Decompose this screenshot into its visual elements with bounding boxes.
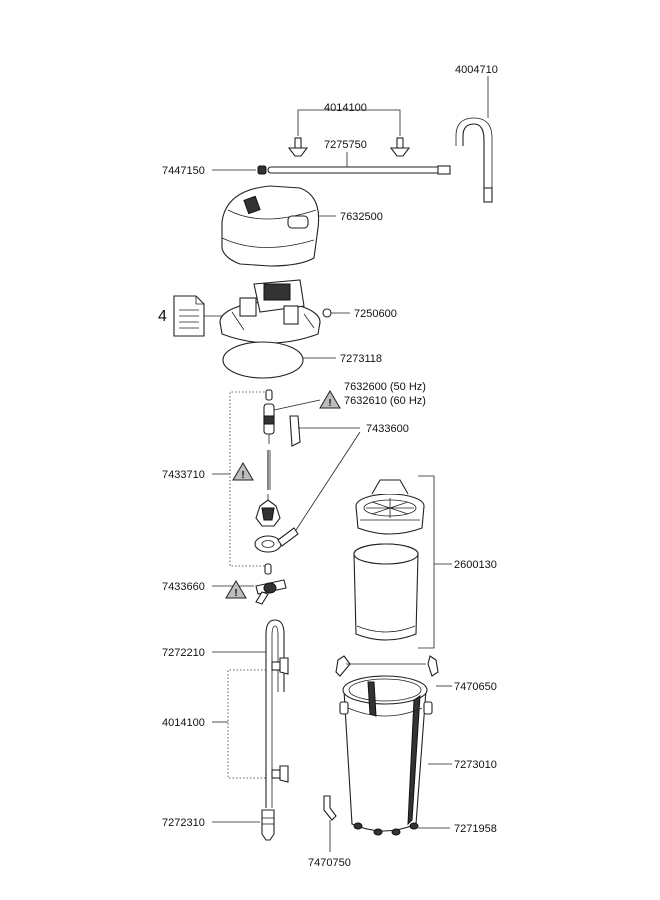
callout-number: 4	[158, 308, 167, 325]
label-4004710: 4004710	[455, 64, 498, 76]
label-7632500: 7632500	[340, 211, 383, 223]
label-7250600: 7250600	[354, 308, 397, 320]
suction-cups-4014100-bottom	[212, 657, 289, 783]
strainer-7272310	[212, 809, 275, 841]
label-4014100-bottom: 4014100	[162, 717, 205, 729]
impeller-wheel	[255, 494, 281, 527]
label-4014100-top: 4014100	[324, 102, 367, 114]
label-7470750: 7470750	[308, 857, 351, 869]
label-7272210: 7272210	[162, 647, 205, 659]
pump-head-7632500	[221, 185, 336, 267]
end-cap-7447150	[212, 165, 267, 175]
label-7632600: 7632600 (50 Hz)	[344, 381, 426, 393]
seal-ring-7433600	[254, 431, 361, 553]
label-7433600: 7433600	[366, 423, 409, 435]
label-7447150: 7447150	[162, 165, 205, 177]
sealing-ring-7273118	[222, 341, 336, 379]
spray-bar-7275750	[267, 152, 451, 175]
impeller-bracket	[212, 391, 268, 567]
label-7433710: 7433710	[162, 469, 205, 481]
clips-7470650	[335, 655, 452, 687]
suction-cups-4014100-top	[287, 109, 411, 157]
label-7433660: 7433660	[162, 581, 205, 593]
document-icon	[173, 295, 232, 337]
o-ring-7250600	[322, 308, 350, 318]
label-7271958: 7271958	[454, 823, 497, 835]
label-7272310: 7272310	[162, 817, 205, 829]
filter-cylinder-2600130	[353, 543, 419, 641]
blade-7433600	[289, 415, 360, 447]
label-7632610: 7632610 (60 Hz)	[344, 395, 426, 407]
feet-7271958	[353, 822, 450, 836]
elbow-7470750	[323, 795, 337, 852]
intake-pipe-7272210	[212, 619, 285, 808]
canister-7273010	[339, 675, 452, 832]
label-7470650: 7470650	[454, 681, 497, 693]
bracket-2600130	[418, 475, 452, 649]
impeller-7632600	[263, 389, 321, 444]
bearing-7433660	[212, 563, 287, 605]
warning-triangle-icon	[319, 390, 341, 410]
label-7273010: 7273010	[454, 759, 497, 771]
outlet-pipe-4004710	[455, 76, 493, 203]
label-7273118: 7273118	[340, 353, 382, 365]
label-2600130: 2600130	[454, 559, 497, 571]
motor-assembly	[219, 279, 321, 344]
warning-triangle-icon	[232, 462, 254, 482]
impeller-shaft	[267, 450, 271, 490]
label-7275750: 7275750	[324, 139, 367, 151]
filter-basket-2600130	[355, 479, 425, 535]
warning-triangle-icon	[225, 580, 247, 600]
